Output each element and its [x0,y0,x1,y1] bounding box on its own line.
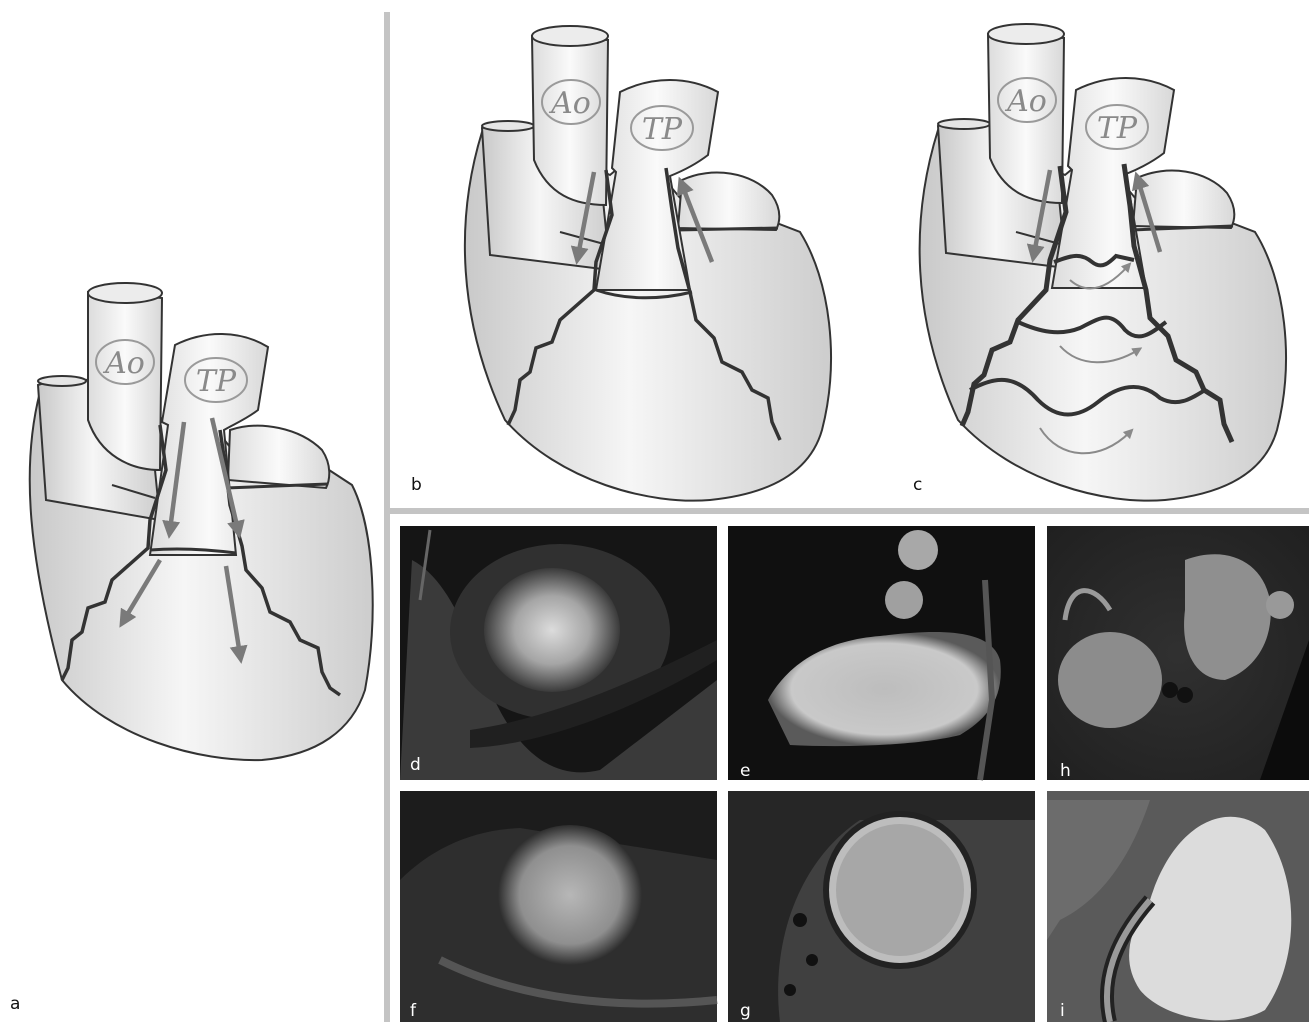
image-panel-i: i [1047,791,1309,1022]
left-atrium-top [482,121,534,131]
panel-label-a: a [10,994,20,1014]
left-atrium-top [938,119,990,129]
panel-label-g: g [740,1001,751,1021]
right-appendage [228,426,329,488]
heart-diagram-b: Ao TP [465,26,831,501]
panel-label-e: e [740,761,750,781]
av-groove [676,228,778,230]
image-panel-e: e [728,526,1035,781]
image-panel-d: d [400,526,717,780]
aorta-top [532,26,608,46]
tp-label: TP [1097,111,1138,146]
heart-diagram-a: Ao TP [30,283,373,760]
heart-diagram-c: Ao TP [920,24,1286,501]
panel-label-i: i [1060,1001,1065,1021]
image-panel-f: f [400,791,717,1022]
image-panel-h: h [1047,526,1309,781]
panel-label-b: b [411,475,422,495]
tp-label: TP [642,112,683,147]
left-atrium-top [38,376,86,386]
ao-label: Ao [1004,84,1047,119]
panel-label-d: d [410,755,421,775]
aorta-top [88,283,162,303]
ao-label: Ao [102,346,145,381]
aorta-top [988,24,1064,44]
panel-label-f: f [410,1001,417,1021]
image-panel-g: g [728,791,1035,1022]
ao-label: Ao [548,86,591,121]
panel-label-c: c [913,475,922,495]
vertical-separator [384,12,390,1022]
panel-label-h: h [1060,761,1071,781]
right-appendage [678,173,779,230]
tp-label: TP [196,364,237,399]
horizontal-separator [390,508,1309,514]
